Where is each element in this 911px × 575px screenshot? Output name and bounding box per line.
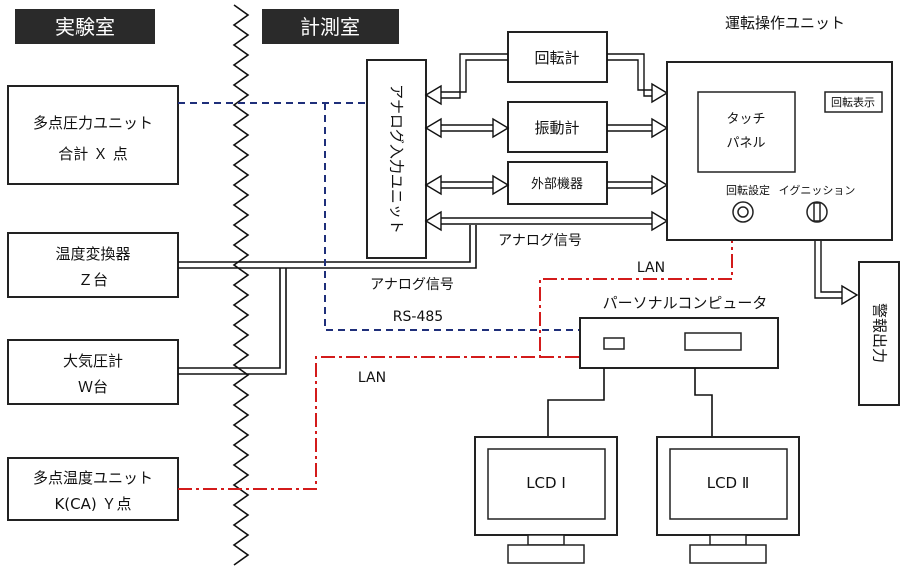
barometer: 大気圧計 Ｗ台 [7, 339, 179, 405]
temp-converter-name: 温度変換器 [55, 245, 130, 263]
lan-label-top: LAN [637, 260, 665, 276]
measurement-room-tag: 計測室 [262, 9, 399, 44]
measurement-room-title: 計測室 [300, 15, 360, 39]
temp-unit-count: K(CA) Ｙ点 [54, 495, 131, 513]
lcd-monitor-2: LCD Ⅱ [656, 436, 800, 564]
rpm-setting-label: 回転設定 [726, 183, 770, 197]
external-device: 外部機器 [507, 161, 608, 205]
pressure-unit: 多点圧力ユニット 合計 Ｘ 点 [7, 85, 179, 185]
tachometer: 回転計 [507, 31, 608, 83]
rs485-line [178, 102, 580, 331]
rs485-label: RS-485 [393, 309, 443, 325]
lab-room-tag: 実験室 [15, 9, 155, 44]
temp-converter: 温度変換器 Ｚ台 [7, 232, 179, 298]
ignition-switch-icon[interactable] [806, 201, 828, 223]
analog-signal-label-bottom: アナログ信号 [370, 277, 454, 293]
rpm-display [824, 91, 883, 113]
lab-room-title: 実験室 [55, 15, 115, 39]
analog-wires [178, 225, 477, 375]
lcd1-label: LCD Ⅰ [526, 474, 566, 492]
barometer-name: 大気圧計 [63, 352, 123, 370]
analog-input-unit: アナログ入力ユニット [366, 59, 427, 259]
analog-signal-label-top: アナログ信号 [498, 233, 582, 249]
pressure-unit-name: 多点圧力ユニット [33, 114, 153, 132]
ignition-label: イグニッション [779, 183, 856, 197]
temp-converter-count: Ｚ台 [78, 271, 108, 289]
rpm-setting-knob-icon[interactable] [732, 201, 754, 223]
alarm-output: 警報出力 [858, 261, 900, 406]
signal-arrows [424, 53, 859, 306]
touch-panel-label-2: パネル [726, 136, 765, 151]
external-device-label: 外部機器 [531, 177, 583, 192]
rpm-display-label: 回転表示 [831, 95, 875, 109]
tachometer-label: 回転計 [534, 49, 579, 67]
pc-label: パーソナルコンピュータ [603, 294, 768, 312]
touch-panel[interactable] [697, 91, 796, 173]
vibrometer-label: 振動計 [534, 119, 579, 137]
lcd-monitor-1: LCD Ⅰ [474, 436, 618, 564]
temp-unit: 多点温度ユニット K(CA) Ｙ点 [7, 457, 179, 521]
lcd2-label: LCD Ⅱ [707, 474, 750, 492]
touch-panel-label-1: タッチ [726, 112, 765, 127]
lan-label-bottom: LAN [358, 370, 386, 386]
barometer-count: Ｗ台 [78, 378, 108, 396]
alarm-output-label: 警報出力 [871, 303, 889, 363]
pc-drive-bay [684, 332, 742, 351]
personal-computer: パーソナルコンピュータ [579, 294, 779, 369]
analog-input-unit-label: アナログ入力ユニット [388, 84, 406, 234]
pc-monitor-cable [547, 368, 713, 438]
operation-unit: 運転操作ユニット タッチ パネル 回転表示 回転設定 イグニッション [666, 14, 893, 241]
room-divider [232, 4, 250, 566]
temp-unit-name: 多点温度ユニット [33, 469, 153, 487]
pc-drive-slot [603, 337, 625, 350]
pressure-unit-count: 合計 Ｘ 点 [58, 145, 128, 163]
vibrometer: 振動計 [507, 101, 608, 153]
operation-unit-title: 運転操作ユニット [725, 14, 845, 32]
